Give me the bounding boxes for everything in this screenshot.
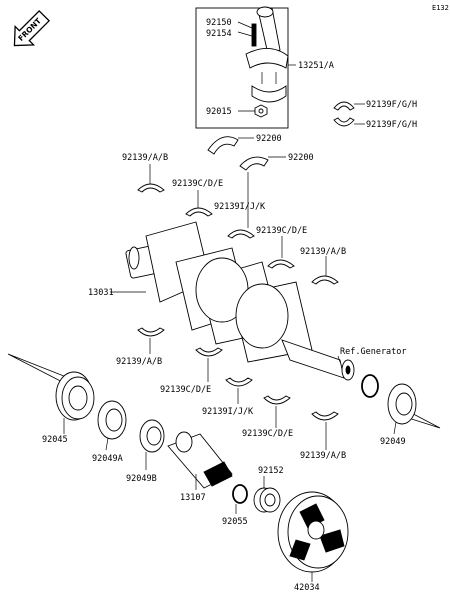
label-92139fgh-lower: 92139F/G/H: [366, 120, 417, 130]
label-92049: 92049: [380, 437, 406, 447]
coupling: [277, 491, 349, 582]
label-92154: 92154: [206, 29, 232, 39]
label-92152: 92152: [258, 466, 284, 476]
label-92139cde-3: 92139C/D/E: [160, 385, 211, 395]
shaft: [167, 431, 233, 490]
oil-seal-right: [387, 383, 441, 435]
conrod-bearing-shells: [333, 101, 365, 127]
lower-main-bearings: [137, 327, 339, 450]
label-92150: 92150: [206, 18, 232, 28]
label-92139ijk-2: 92139I/J/K: [202, 407, 254, 417]
ball-bearing: [7, 353, 95, 434]
label-92139ijk-1: 92139I/J/K: [214, 202, 266, 212]
label-92200-upper: 92200: [256, 134, 282, 144]
label-92139ab-4: 92139/A/B: [300, 451, 346, 461]
label-13031: 13031: [88, 288, 114, 298]
oil-seal-a: [97, 400, 127, 451]
thrust-washers: [207, 136, 286, 171]
label-92139cde-1: 92139C/D/E: [172, 179, 223, 189]
label-92139cde-4: 92139C/D/E: [242, 429, 293, 439]
label-92139ab-3: 92139/A/B: [116, 357, 162, 367]
oil-seal-b: [139, 419, 165, 470]
label-42034: 42034: [294, 583, 320, 593]
label-13251: 13251/A: [298, 61, 334, 71]
o-ring: [232, 484, 248, 514]
diagram-code: E132: [432, 4, 449, 12]
label-92200-lower: 92200: [288, 153, 314, 163]
label-92139cde-2: 92139C/D/E: [256, 226, 307, 236]
label-ref-generator: Ref.Generator: [340, 347, 407, 357]
label-92049a: 92049A: [92, 454, 123, 464]
label-92049b: 92049B: [126, 474, 157, 484]
label-92139fgh-upper: 92139F/G/H: [366, 100, 417, 110]
upper-main-bearings: [137, 164, 339, 285]
label-92139ab-2: 92139/A/B: [300, 247, 346, 257]
o-ring-right: [361, 374, 379, 398]
connecting-rod-assembly: [195, 6, 296, 129]
front-direction-arrow: FRONT: [13, 9, 51, 47]
label-92139ab-1: 92139/A/B: [122, 153, 168, 163]
label-92015: 92015: [206, 107, 232, 117]
crankshaft: [110, 221, 355, 381]
label-92045: 92045: [42, 435, 68, 445]
label-13107: 13107: [180, 493, 206, 503]
label-92055: 92055: [222, 517, 248, 527]
collar: [253, 476, 281, 513]
